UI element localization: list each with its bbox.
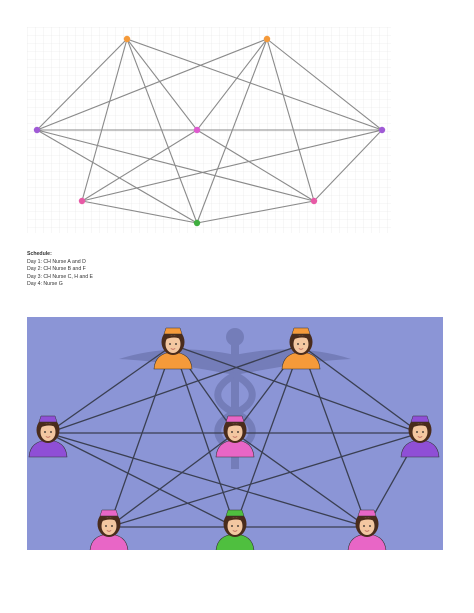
- top-graph-edges: [36, 38, 383, 224]
- graph-edge: [126, 38, 198, 224]
- network-edge: [172, 344, 236, 528]
- graph-edge: [36, 129, 198, 224]
- graph-edge: [126, 38, 383, 131]
- graph-edge: [313, 129, 383, 202]
- graph-node: [78, 197, 86, 205]
- graph-edge: [81, 38, 128, 202]
- network-edge: [47, 344, 174, 434]
- nurse-icon: [215, 509, 255, 550]
- nurse-icon: [215, 415, 255, 458]
- graph-edge: [266, 38, 383, 131]
- graph-node: [193, 126, 201, 134]
- graph-node: [263, 35, 271, 43]
- schedule-line-day1: Day 1: CH Nurse A and D: [27, 258, 86, 265]
- graph-edge: [266, 38, 315, 202]
- graph-edge: [36, 129, 315, 202]
- graph-node: [193, 219, 201, 227]
- graph-node: [378, 126, 386, 134]
- network-edge: [234, 432, 368, 528]
- schedule-title: Schedule:: [27, 251, 52, 257]
- graph-edge: [196, 38, 268, 224]
- network-edge: [47, 432, 236, 528]
- graph-edge: [81, 200, 198, 224]
- graph-node: [123, 35, 131, 43]
- nurse-icon: [281, 327, 321, 370]
- graph-edge: [126, 38, 198, 131]
- schedule-line-day4: Day 4: Nurse G: [27, 281, 63, 288]
- nurse-icon: [347, 509, 387, 550]
- schedule-line-day3: Day 3: CH Nurse C, H and E: [27, 273, 94, 280]
- network-edge: [47, 432, 368, 528]
- nurse-icon: [28, 415, 68, 458]
- network-edge: [108, 432, 236, 528]
- network-edge: [300, 344, 421, 434]
- schedule-block: Schedule: Day 1: CH Nurse A and D Day 2:…: [27, 251, 227, 289]
- nurse-network-illustration: [27, 317, 443, 550]
- caduceus-watermark-icon: [119, 328, 351, 469]
- graph-edge: [36, 38, 268, 131]
- network-edge: [108, 432, 421, 528]
- nurse-icon: [153, 327, 193, 370]
- graph-edge: [81, 129, 198, 202]
- graph-node: [310, 197, 318, 205]
- network-edge: [300, 344, 368, 528]
- nurse-figures: [28, 327, 440, 550]
- network-edge: [234, 344, 302, 528]
- graph-edge: [36, 38, 128, 131]
- graph-node: [33, 126, 41, 134]
- nurse-icon: [89, 509, 129, 550]
- network-edge: [172, 344, 421, 434]
- top-graph-nodes: [33, 35, 386, 227]
- graph-edge: [196, 200, 315, 224]
- nurse-icon: [400, 415, 440, 458]
- network-edge: [108, 344, 174, 528]
- top-graph-diagram: [27, 27, 391, 233]
- graph-edge: [81, 129, 383, 202]
- network-edge: [47, 344, 302, 434]
- graph-edge: [196, 129, 315, 202]
- graph-edge: [196, 38, 268, 131]
- schedule-line-day2: Day 2: CH Nurse B and F: [27, 266, 86, 273]
